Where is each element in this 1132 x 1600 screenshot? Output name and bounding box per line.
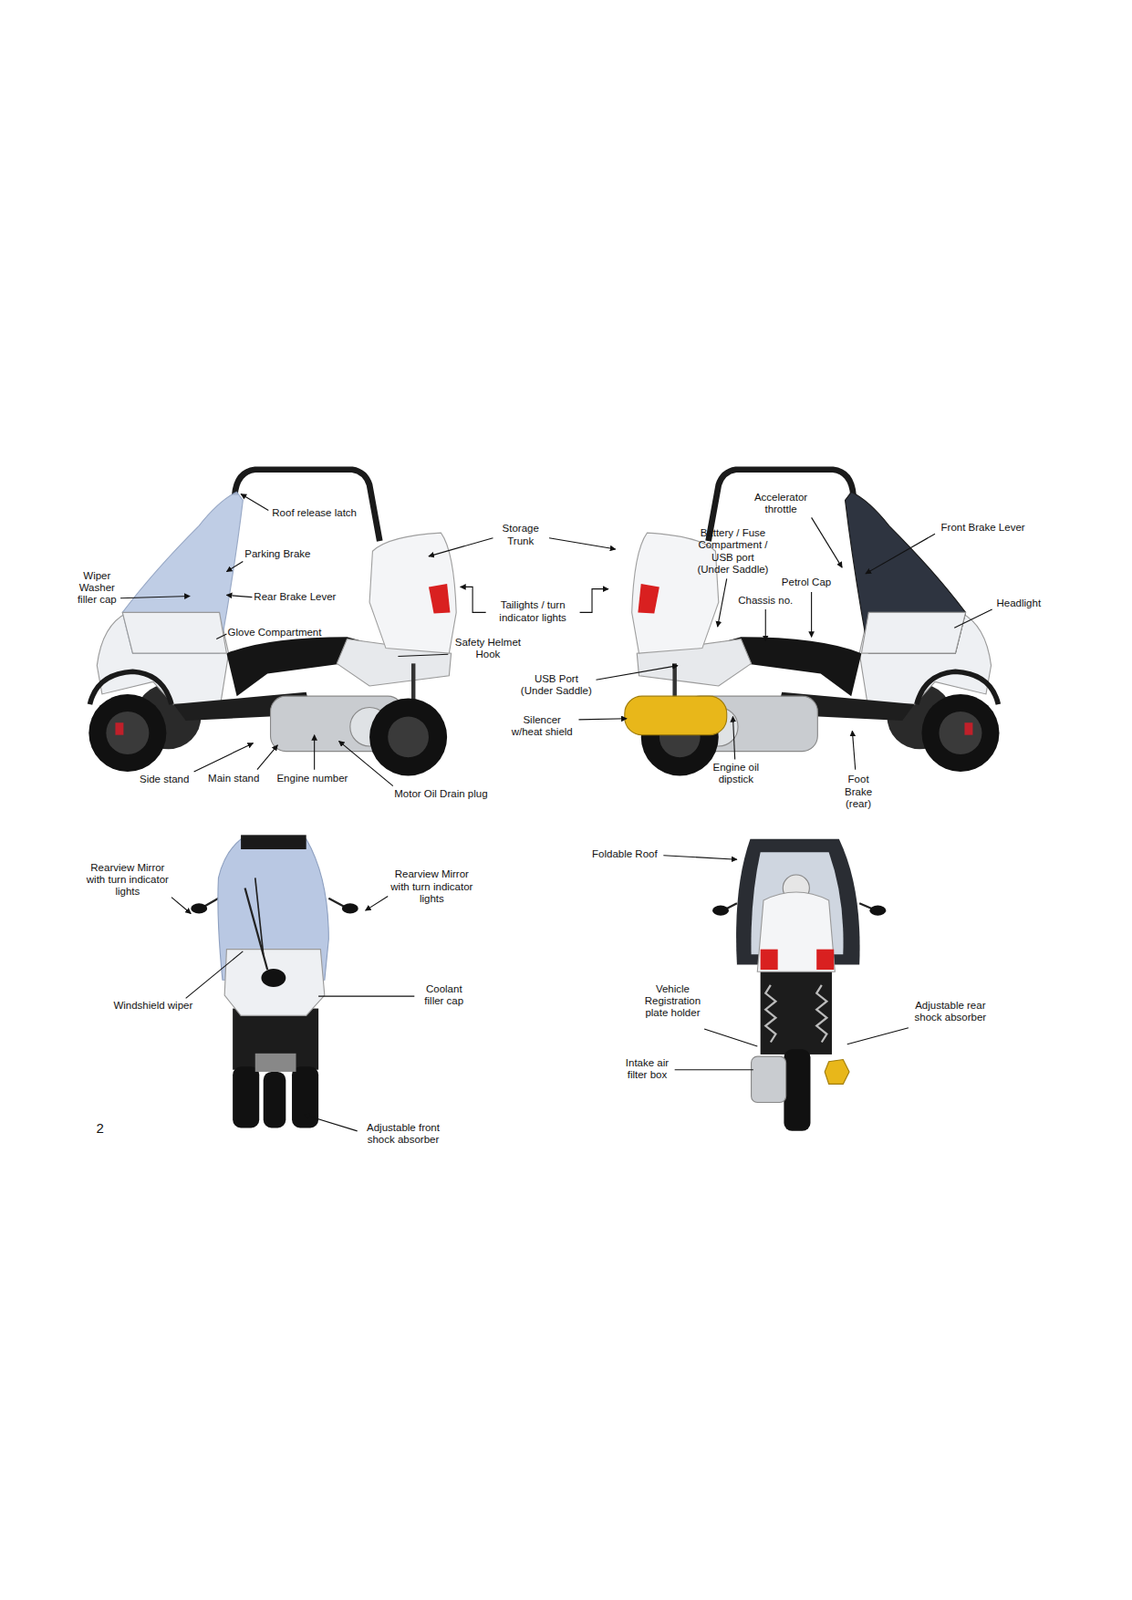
part-label: Wiper Washer filler cap bbox=[74, 570, 119, 607]
part-label: Adjustable rear shock absorber bbox=[910, 999, 991, 1024]
part-label: Vehicle Registration plate holder bbox=[640, 983, 705, 1020]
part-label: Accelerator throttle bbox=[750, 490, 811, 515]
part-label: Windshield wiper bbox=[113, 1000, 193, 1013]
part-label: Headlight bbox=[996, 598, 1041, 611]
part-label: USB Port (Under Saddle) bbox=[518, 673, 595, 697]
part-label: Safety Helmet Hook bbox=[450, 635, 526, 660]
part-label: Roof release latch bbox=[271, 507, 357, 520]
page-number: 2 bbox=[95, 1120, 104, 1136]
part-label: Rear Brake Lever bbox=[253, 591, 336, 603]
part-label: Coolant filler cap bbox=[418, 983, 470, 1008]
part-label: Intake air filter box bbox=[621, 1056, 673, 1081]
part-label: Storage Trunk bbox=[495, 522, 546, 547]
part-label: Chassis no. bbox=[737, 594, 793, 607]
part-label: Foldable Roof bbox=[591, 848, 658, 861]
part-label: Glove Compartment bbox=[228, 626, 322, 639]
part-label: Front Brake Lever bbox=[941, 521, 1026, 534]
part-label: Engine oil dipstick bbox=[708, 761, 764, 786]
part-label: Adjustable front shock absorber bbox=[360, 1121, 447, 1146]
part-label: Petrol Cap bbox=[781, 576, 831, 589]
part-label: Tailights / turn indicator lights bbox=[488, 599, 577, 624]
part-label: Battery / Fuse Compartment / USB port (U… bbox=[694, 527, 771, 576]
scooter-front-view bbox=[190, 834, 359, 1128]
part-label: Main stand bbox=[207, 772, 260, 785]
part-label: Foot Brake (rear) bbox=[841, 774, 876, 811]
leader-lines bbox=[120, 494, 993, 1132]
part-label: Rearview Mirror with turn indicator ligh… bbox=[85, 861, 170, 899]
part-label: Motor Oil Drain plug bbox=[394, 788, 488, 800]
part-label: Parking Brake bbox=[244, 548, 311, 561]
part-label: Silencer w/heat shield bbox=[507, 713, 577, 738]
scooter-rear-view bbox=[712, 839, 886, 1132]
part-label: Engine number bbox=[276, 772, 348, 785]
part-label: Side stand bbox=[139, 773, 189, 786]
part-label: Rearview Mirror with turn indicator ligh… bbox=[389, 869, 474, 906]
